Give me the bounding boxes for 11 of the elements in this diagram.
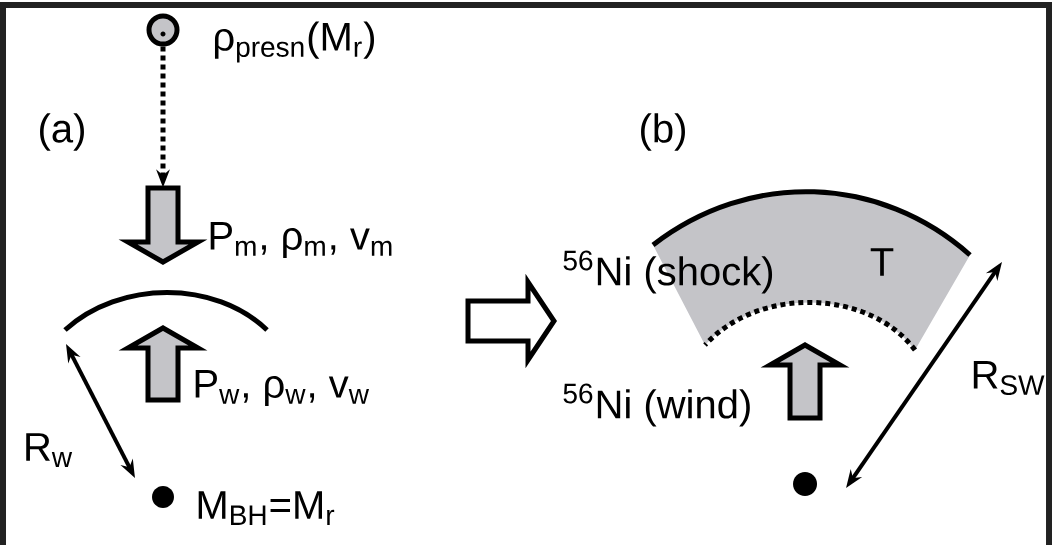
- dimension-label: R$_{SW}$: [973, 361, 1045, 395]
- formula-label: P$_{m}$, ρ$_{m}$, v$_{m}$: [210, 222, 392, 258]
- formula-label: M$_{BH}$=M$_{r}$: [198, 491, 335, 525]
- panel-label: (a): [40, 113, 84, 151]
- sphere-circle: [146, 13, 180, 47]
- panel-label: (b): [641, 113, 685, 151]
- formula-label: ρ$_{presn}$(M$_{r}$): [215, 21, 374, 63]
- text-label: $^{56}$Ni (wind): [563, 383, 750, 427]
- formula-label: P$_{w}$, ρ$_{w}$, v$_{w}$: [195, 370, 370, 406]
- dimension-label: R$_{w}$: [26, 433, 73, 467]
- text-label: $^{56}$Ni (shock): [563, 250, 773, 294]
